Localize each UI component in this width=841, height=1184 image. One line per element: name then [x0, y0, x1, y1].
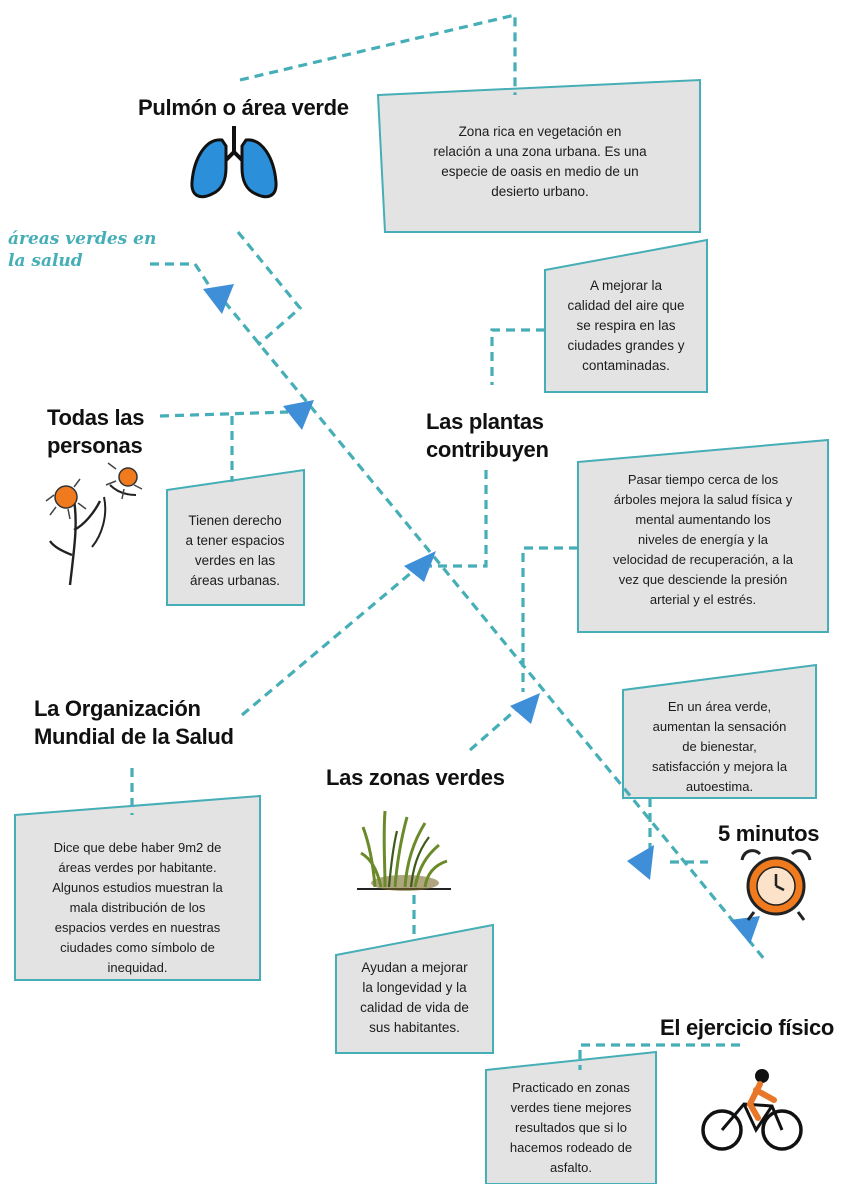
heading-plantas-line-2: contribuyen: [426, 437, 549, 462]
note-line: relación a una zona urbana. Es una: [433, 144, 647, 159]
connector-oms: [240, 565, 420, 717]
note-line: Dice que debe haber 9m2 de: [53, 840, 222, 855]
chamomile-flower-icon: [45, 462, 143, 586]
side-label-line-1: áreas verdes en: [8, 229, 157, 249]
note-line: árboles mejora la salud física y: [613, 492, 793, 507]
arrow-head: [404, 551, 436, 582]
note-box-oms: [14, 794, 261, 981]
connector-zonas: [468, 706, 520, 752]
note-line: especie de oasis en medio de un: [441, 164, 639, 179]
note-line: velocidad de recuperación, a la: [613, 552, 793, 567]
connector-arboles: [521, 546, 578, 692]
note-line: ciudades como símbolo de: [60, 940, 215, 955]
note-line: a tener espacios: [185, 533, 285, 548]
note-line: Practicado en zonas: [512, 1080, 630, 1095]
connector-ejercicio-note: [578, 1043, 740, 1070]
heading-minutos: 5 minutos: [718, 821, 820, 846]
arrow-head: [203, 284, 234, 314]
note-line: ciudades grandes y: [567, 338, 685, 353]
note-line: de bienestar,: [682, 739, 757, 754]
heading-oms-line-1: La Organización: [34, 696, 201, 721]
heading-zonas: Las zonas verdes: [326, 765, 505, 790]
note-line: calidad del aire que: [567, 298, 685, 313]
note-line: arterial y el estrés.: [649, 592, 757, 607]
note-line: Zona rica en vegetación en: [458, 124, 622, 139]
side-label-line-2: la salud: [8, 251, 83, 271]
connector-side-label: [150, 262, 214, 291]
note-arboles: Pasar tiempo cerca de los árboles mejora…: [580, 470, 826, 610]
heading-plantas: Las plantas contribuyen: [426, 408, 549, 464]
heading-todas: Todas las personas: [47, 404, 144, 460]
note-box-ejercicio: [485, 1050, 657, 1184]
heading-oms: La Organización Mundial de la Salud: [34, 695, 234, 751]
note-box-plantas: [544, 238, 708, 393]
note-line: autoestima.: [685, 779, 754, 794]
note-line: verdes en las: [194, 553, 276, 568]
note-line: la longevidad y la: [362, 980, 467, 995]
note-line: mental aumentando los: [635, 512, 771, 527]
connector-pulmon: [236, 230, 303, 347]
arrow-head: [283, 400, 314, 430]
note-box-zonas: [335, 923, 494, 1054]
connector-todas: [159, 410, 289, 418]
connector-plantas-note: [490, 328, 545, 385]
note-line: hacemos rodeado de: [509, 1140, 633, 1155]
heading-oms-line-2: Mundial de la Salud: [34, 724, 234, 749]
alarm-clock-icon: [740, 849, 812, 921]
note-line: asfalto.: [550, 1160, 592, 1175]
grass-icon: [357, 810, 451, 891]
heading-plantas-line-1: Las plantas: [426, 409, 544, 434]
note-line: Ayudan a mejorar: [361, 960, 468, 975]
note-line: En un área verde,: [667, 699, 772, 714]
note-minutos: En un área verde, aumentan la sensación …: [625, 697, 814, 797]
note-line: espacios verdes en nuestras: [54, 920, 221, 935]
note-line: inequidad.: [107, 960, 168, 975]
heading-todas-line-2: personas: [47, 433, 143, 458]
note-line: vez que desciende la presión: [618, 572, 788, 587]
note-line: áreas urbanas.: [189, 573, 281, 588]
heading-todas-line-1: Todas las: [47, 405, 145, 430]
note-box-arboles: [577, 438, 829, 633]
note-oms: Dice que debe haber 9m2 de áreas verdes …: [17, 838, 258, 978]
heading-pulmon: Pulmón o área verde: [138, 95, 349, 120]
note-line: verdes tiene mejores: [510, 1100, 632, 1115]
heading-ejercicio: El ejercicio físico: [660, 1015, 835, 1040]
arrow-head: [510, 693, 540, 724]
arrow-head: [627, 845, 654, 880]
note-line: Pasar tiempo cerca de los: [627, 472, 779, 487]
note-todas: Tienen derecho a tener espacios verdes e…: [169, 511, 301, 591]
note-line: desierto urbano.: [491, 184, 589, 199]
note-box-minutos: [622, 663, 817, 799]
connector-plantas: [425, 470, 488, 568]
note-line: satisfacción y mejora la: [651, 759, 788, 774]
arrow-head: [730, 916, 760, 944]
note-line: sus habitantes.: [369, 1020, 460, 1035]
main-spine: [213, 288, 767, 962]
note-ejercicio: Practicado en zonas verdes tiene mejores…: [488, 1078, 654, 1178]
note-box-pulmon: [376, 78, 701, 233]
note-line: Algunos estudios muestran la: [52, 880, 223, 895]
note-line: se respira en las: [576, 318, 676, 333]
note-zonas: Ayudan a mejorar la longevidad y la cali…: [338, 958, 491, 1038]
cyclist-icon: [701, 1069, 803, 1151]
note-line: aumentan la sensación: [652, 719, 787, 734]
note-line: Tienen derecho: [188, 513, 282, 528]
note-pulmon: Zona rica en vegetación en relación a un…: [390, 122, 690, 202]
note-box-todas: [166, 468, 305, 606]
note-line: áreas verdes por habitante.: [58, 860, 217, 875]
note-line: calidad de vida de: [360, 1000, 469, 1015]
side-label: áreas verdes en la salud: [8, 228, 156, 272]
note-plantas: A mejorar la calidad del aire que se res…: [548, 276, 704, 376]
note-line: contaminadas.: [582, 358, 670, 373]
note-line: mala distribución de los: [69, 900, 206, 915]
lungs-icon: [190, 126, 278, 199]
note-line: niveles de energía y la: [637, 532, 769, 547]
connector-pulmon-note: [239, 12, 517, 95]
note-line: resultados que si lo: [514, 1120, 627, 1135]
note-line: A mejorar la: [589, 278, 663, 293]
